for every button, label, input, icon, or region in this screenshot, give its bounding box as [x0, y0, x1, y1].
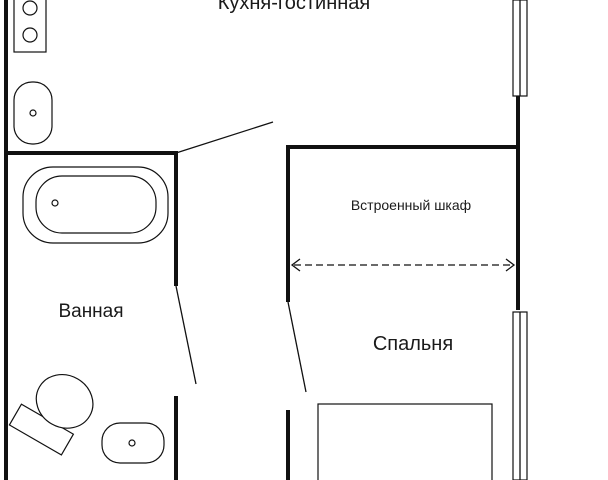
kitchen-sink-icon: [13, 81, 53, 145]
closet-front-line: [290, 258, 516, 272]
stove-icon: [13, 0, 47, 53]
bathroom-sink-icon: [101, 422, 165, 464]
room-label-kitchen-living: Кухня-гостинная: [218, 0, 371, 14]
room-label-bedroom: Спальня: [373, 333, 453, 355]
closet-walls: [286, 145, 520, 480]
toilet-icon: [8, 373, 94, 456]
bedroom-door: [287, 301, 307, 393]
bathroom-door: [175, 285, 197, 385]
room-label-bathroom: Ванная: [58, 301, 123, 322]
window-top-right: [512, 0, 528, 97]
bathroom-walls: [6, 151, 178, 480]
room-label-closet: Встроенный шкаф: [351, 197, 471, 213]
window-bottom-right: [512, 311, 528, 480]
bed-icon: [317, 403, 493, 480]
bathtub-icon: [22, 166, 169, 244]
kitchen-door: [175, 121, 274, 154]
